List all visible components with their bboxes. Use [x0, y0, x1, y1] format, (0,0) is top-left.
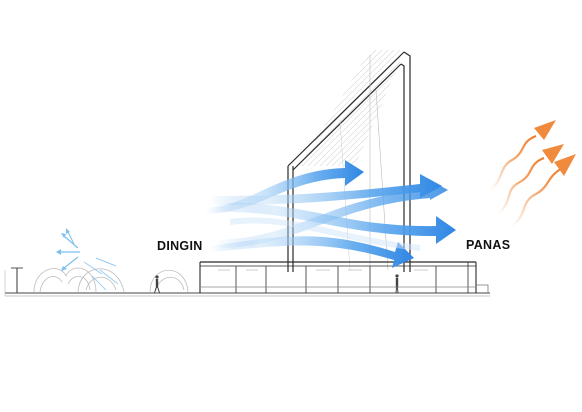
cold-label: DINGIN [157, 239, 203, 253]
cool-airflow-arrows [206, 160, 456, 268]
person-icon [395, 274, 399, 294]
person-icon [154, 275, 160, 294]
hot-air-icon [489, 120, 576, 227]
tree-icon [33, 267, 189, 293]
lamp-post [11, 267, 23, 293]
hot-label: PANAS [466, 238, 511, 252]
cool-breeze-icon [56, 228, 119, 291]
ground [4, 270, 490, 297]
